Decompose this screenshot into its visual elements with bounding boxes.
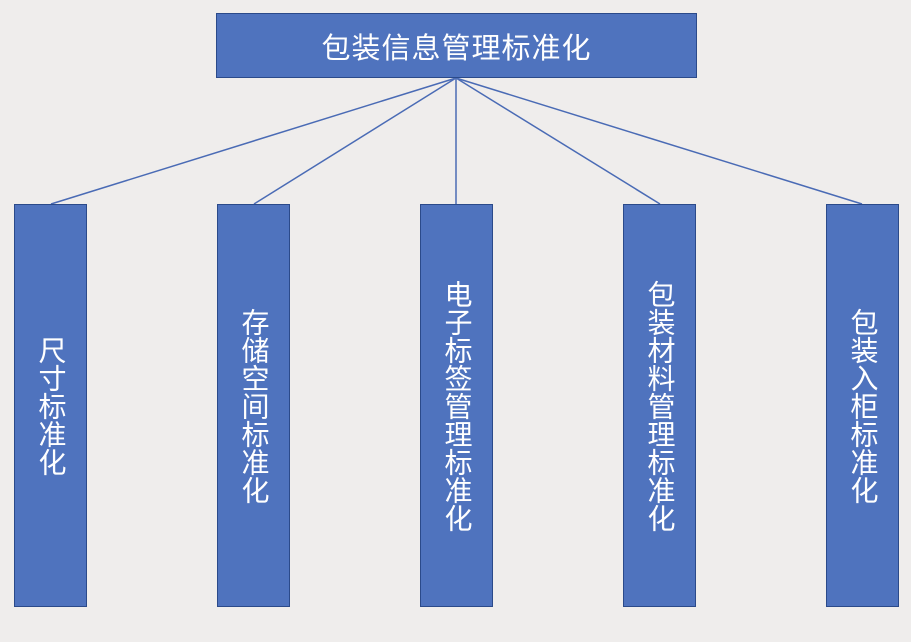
connector-line-1	[253, 77, 457, 205]
child-node-label: 存储空间标准化	[237, 307, 271, 504]
root-node: 包装信息管理标准化	[216, 13, 697, 78]
child-node-label: 尺寸标准化	[34, 335, 68, 476]
child-node-label: 电子标签管理标准化	[440, 279, 474, 532]
child-node-electronic-label-standardization: 电子标签管理标准化	[420, 204, 493, 607]
child-node-packaging-material-standardization: 包装材料管理标准化	[623, 204, 696, 607]
root-node-label: 包装信息管理标准化	[321, 30, 592, 65]
child-node-cabinet-entry-standardization: 包装入柜标准化	[826, 204, 899, 607]
child-node-label: 包装入柜标准化	[846, 307, 880, 504]
connector-line-4	[455, 77, 863, 205]
connector-line-0	[50, 77, 457, 205]
connector-line-3	[455, 77, 661, 205]
child-node-size-standardization: 尺寸标准化	[14, 204, 87, 607]
child-node-label: 包装材料管理标准化	[643, 279, 677, 532]
child-node-storage-space-standardization: 存储空间标准化	[217, 204, 290, 607]
